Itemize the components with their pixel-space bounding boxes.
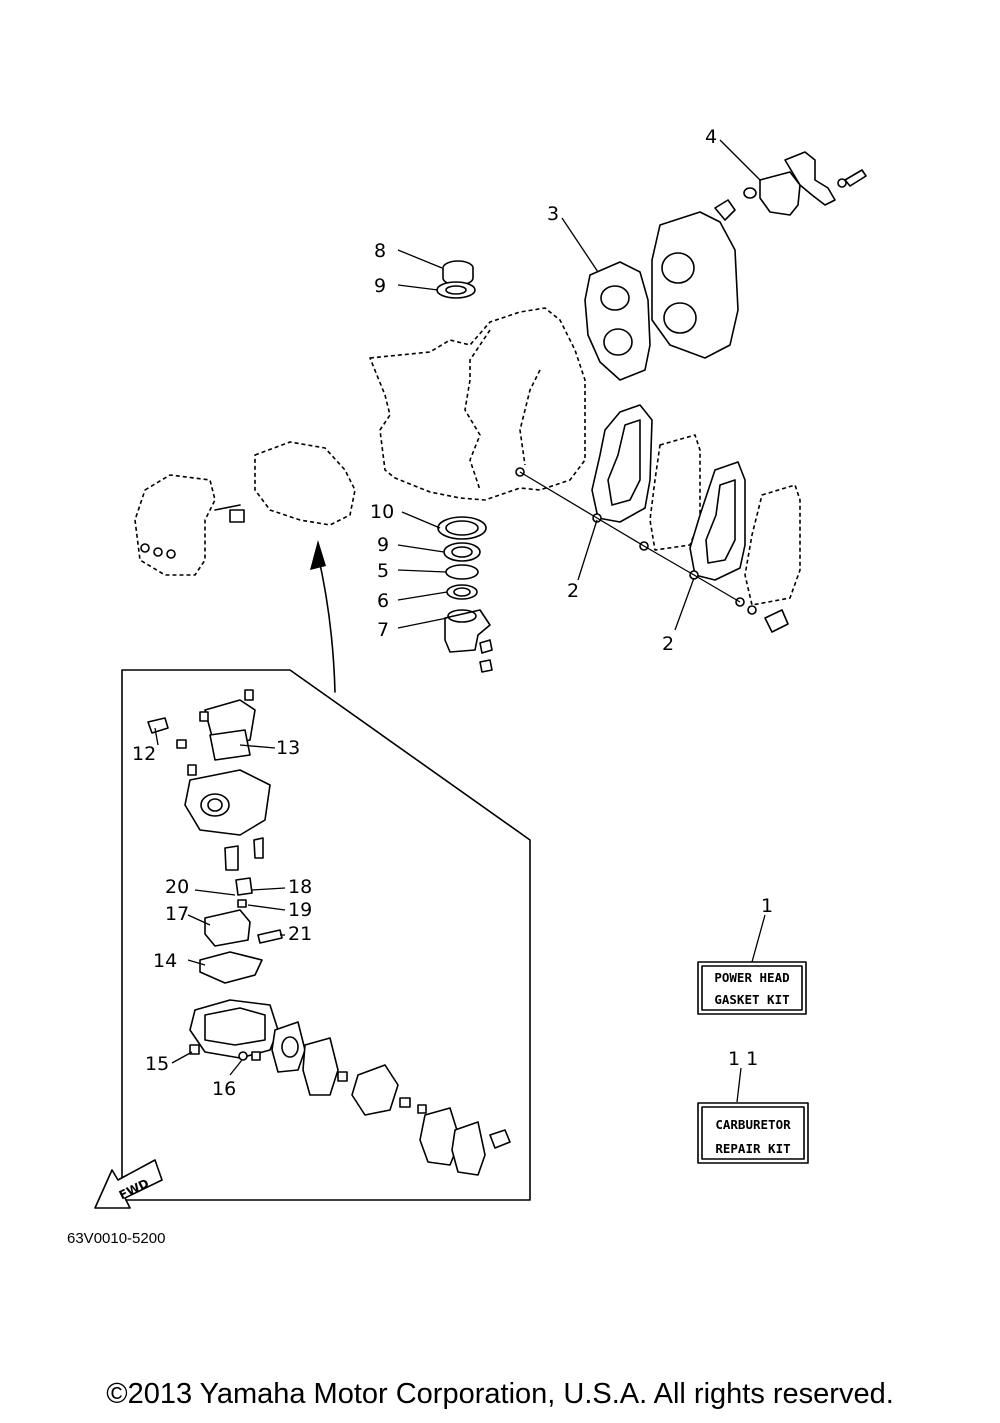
carburetor-parts (147, 689, 511, 1176)
power-head-kit-line2: GASKET KIT (714, 992, 789, 1007)
callout-12: 12 (132, 743, 156, 765)
callout-5: 5 (377, 560, 389, 582)
exhaust-inner-cover (639, 434, 701, 551)
callout-7: 7 (377, 619, 389, 641)
exhaust-outer-cover (735, 484, 801, 633)
callout-17: 17 (165, 903, 189, 925)
callout-numbers: 4 3 8 9 10 9 5 6 7 2 2 12 13 20 18 17 19… (132, 126, 773, 1100)
callout-14: 14 (153, 950, 177, 972)
exhaust-gasket-outer (689, 461, 746, 581)
carburetor-box (121, 669, 531, 1201)
callout-21: 21 (288, 923, 312, 945)
assembly-arrow (310, 540, 336, 693)
callout-3: 3 (547, 203, 559, 225)
power-head-kit-line1: POWER HEAD (714, 970, 789, 985)
callout-19: 19 (288, 899, 312, 921)
carburetor-kit-line2: REPAIR KIT (715, 1141, 790, 1156)
leader-lines (154, 139, 766, 1103)
callout-11: 1 1 (728, 1048, 758, 1070)
carburetor-repair-kit-box: CARBURETOR REPAIR KIT (697, 1102, 809, 1164)
thermostat-cover (714, 151, 867, 221)
engine-block (369, 307, 586, 501)
callout-8: 8 (374, 240, 386, 262)
lower-seals (437, 516, 493, 673)
exhaust-gasket-inner (591, 404, 653, 523)
copyright-notice: ©2013 Yamaha Motor Corporation, U.S.A. A… (106, 1378, 894, 1410)
callout-9-lower: 9 (377, 534, 389, 556)
callout-10: 10 (370, 501, 394, 523)
callout-4: 4 (705, 126, 717, 148)
cylinder-head (651, 211, 739, 359)
upper-seal (436, 260, 476, 299)
callout-2-lower: 2 (662, 633, 674, 655)
intake-silencer (134, 441, 356, 576)
callout-6: 6 (377, 590, 389, 612)
callout-16: 16 (212, 1078, 236, 1100)
callout-13: 13 (276, 737, 300, 759)
callout-18: 18 (288, 876, 312, 898)
callout-9-upper: 9 (374, 275, 386, 297)
carburetor-kit-line1: CARBURETOR (715, 1117, 791, 1132)
diagram-code: 63V0010-5200 (67, 1230, 165, 1247)
callout-20: 20 (165, 876, 189, 898)
callout-15: 15 (145, 1053, 169, 1075)
callout-1: 1 (761, 895, 773, 917)
power-head-gasket-kit-box: POWER HEAD GASKET KIT (697, 961, 807, 1015)
callout-2-upper: 2 (567, 580, 579, 602)
head-gasket (584, 261, 651, 381)
